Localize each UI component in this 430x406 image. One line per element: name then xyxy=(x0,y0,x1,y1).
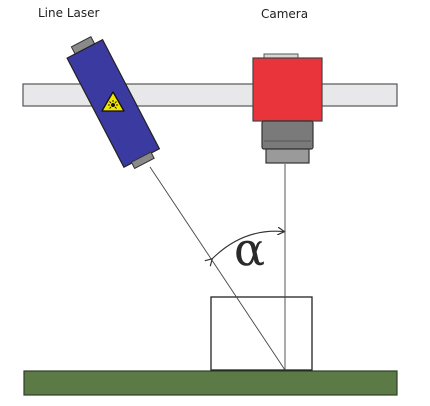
ground-plate xyxy=(23,370,398,396)
mounting-rail xyxy=(22,83,398,107)
camera-lens xyxy=(261,120,314,150)
measured-object xyxy=(210,296,313,371)
angle-alpha-label: α xyxy=(234,222,266,276)
line-laser xyxy=(66,36,161,170)
line-laser-label: Line Laser xyxy=(38,6,100,20)
laser-bottom-cap xyxy=(130,151,155,170)
camera-body xyxy=(252,57,323,122)
angle-arc xyxy=(212,231,284,259)
laser-beam xyxy=(149,166,286,371)
camera xyxy=(252,53,323,164)
camera-lens-front xyxy=(265,148,310,164)
laser-warning-icon xyxy=(101,91,125,112)
camera-label: Camera xyxy=(261,7,309,21)
